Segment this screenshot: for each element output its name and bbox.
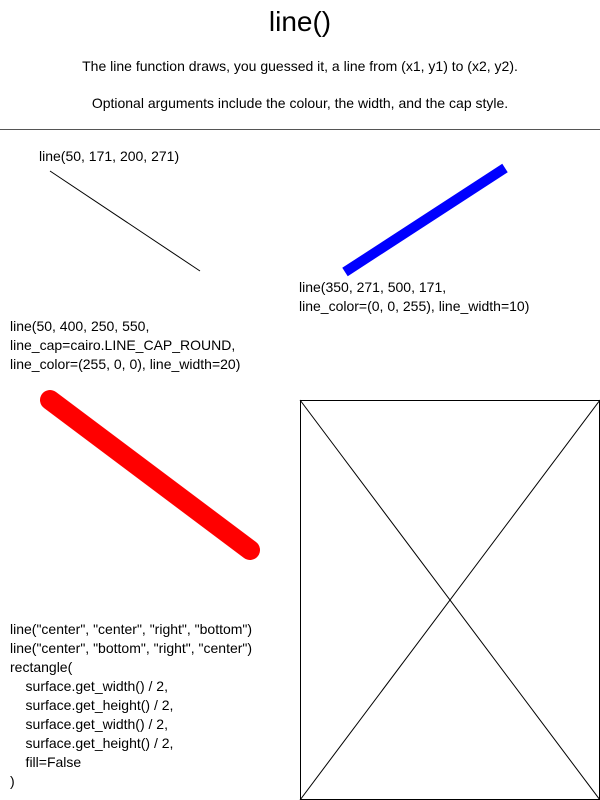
basic-line-code: line(50, 171, 200, 271) [39,148,180,164]
diagonal-line-up [299,399,600,800]
cross-rectangle-code: line("center", "center", "right", "botto… [10,621,253,789]
blue-line-code: line(350, 271, 500, 171, line_color=(0, … [299,279,530,314]
blue-thick-line [342,163,508,277]
description-line-2: Optional arguments include the colour, t… [91,95,509,111]
basic-line [49,170,201,272]
header-divider [0,129,600,130]
red-rounded-line [40,390,260,560]
description-line-1: The line function draws, you guessed it,… [82,58,518,74]
page-title: line() [268,6,332,37]
red-line-code: line(50, 400, 250, 550, line_cap=cairo.L… [10,318,241,372]
